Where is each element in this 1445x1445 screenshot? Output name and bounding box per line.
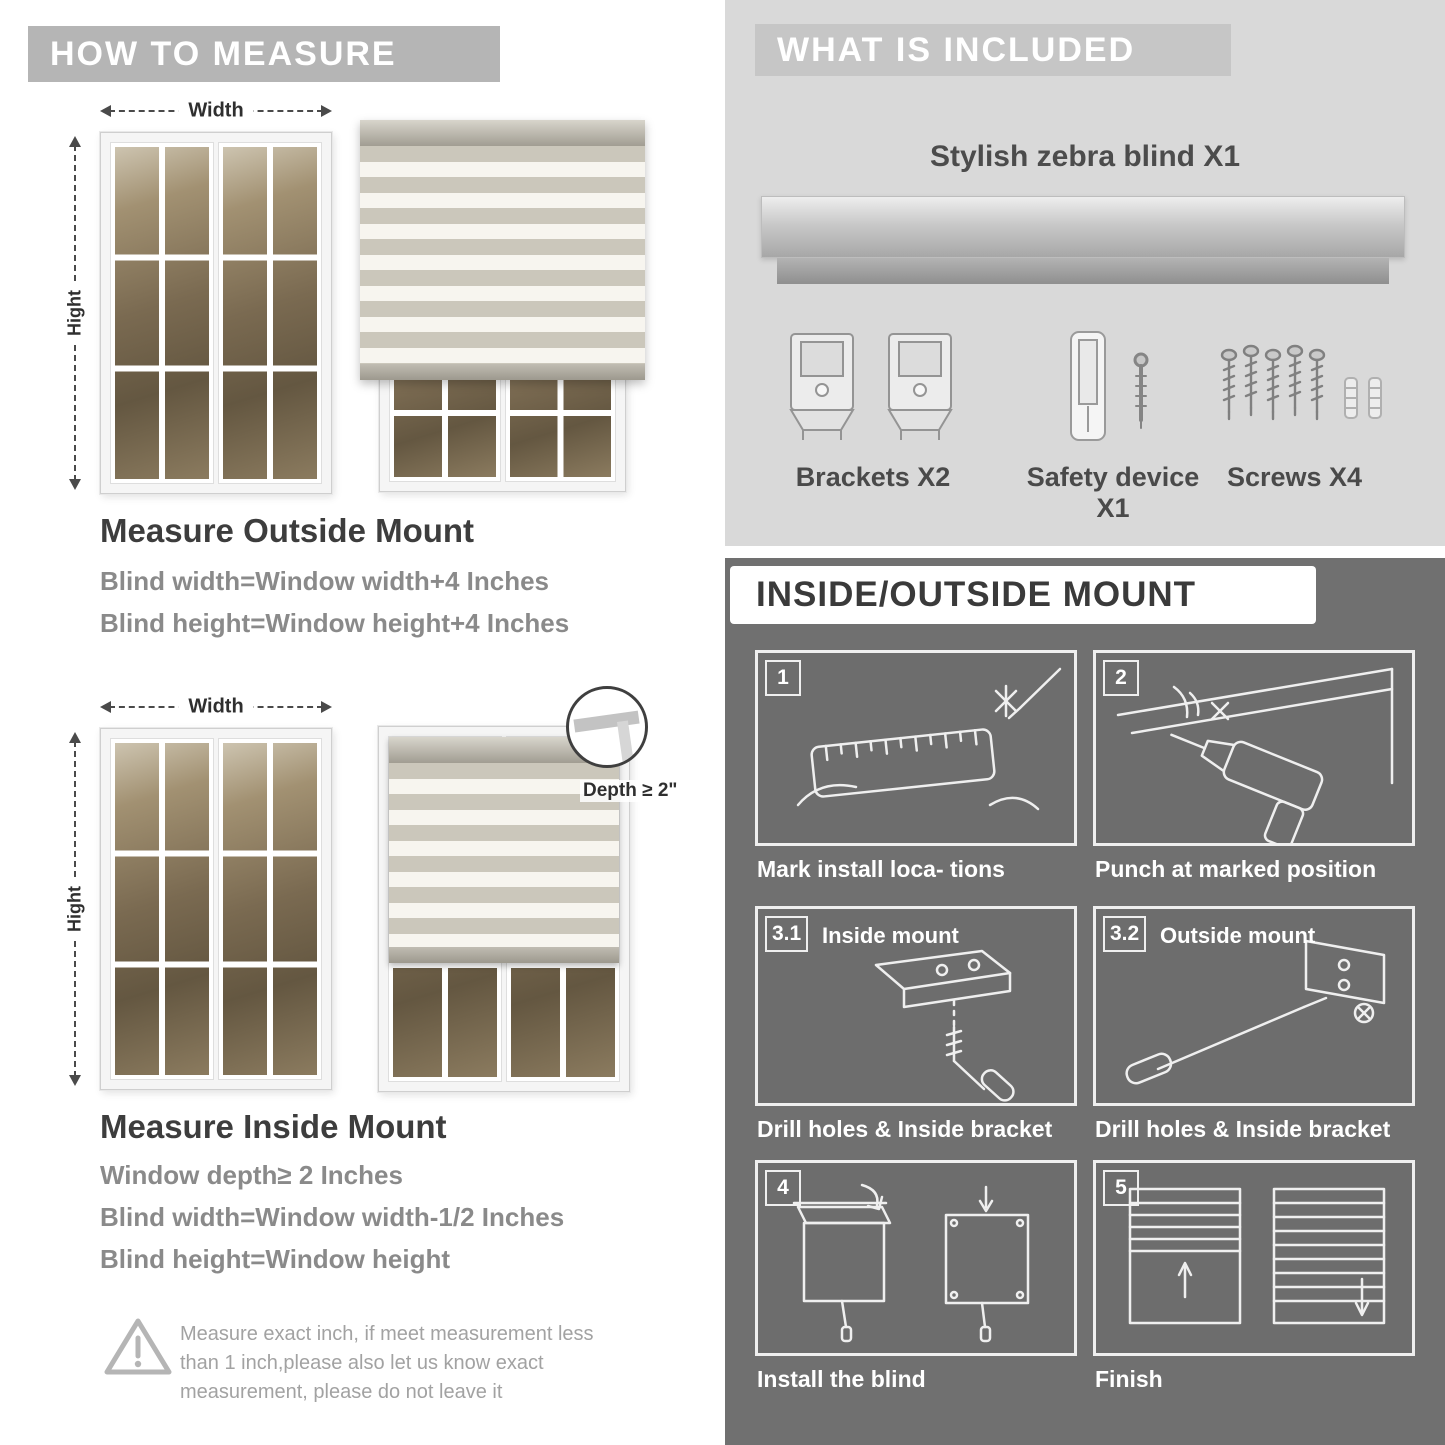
blind-bottomrail (389, 947, 619, 963)
brackets-icon (790, 333, 952, 441)
depth-detail-circle (566, 686, 648, 768)
step-number-badge: 1 (765, 660, 801, 696)
outside-formula-width: Blind width=Window width+4 Inches (100, 566, 549, 596)
step-number-badge: 2 (1103, 660, 1139, 696)
step-number-badge: 3.1 (765, 916, 809, 952)
zebra-blind (389, 737, 619, 963)
what-is-included-header: WHAT IS INCLUDED (755, 24, 1231, 76)
screws-label: Screws X4 (1226, 462, 1363, 492)
measure-warning-text: Measure exact inch, if meet measurement … (180, 1323, 594, 1403)
window-corner-detail (616, 720, 635, 765)
inside-bracket-illustration (874, 949, 1015, 1102)
window-sash (110, 142, 214, 484)
warning-triangle-icon (104, 1318, 172, 1375)
step-panel-4: 4 (755, 1160, 1077, 1356)
product-label: Stylish zebra blind X1 (929, 140, 1241, 173)
height-dimension-inside: Hight (64, 732, 86, 1086)
step-panel-3-2: 3.2 Outside mount (1093, 906, 1415, 1106)
outside-mount-title: Measure Outside Mount (100, 512, 475, 549)
arrow-left-icon (100, 105, 111, 117)
step-title: Inside mount (822, 923, 959, 948)
drill-illustration (1116, 667, 1394, 843)
arrow-right-icon (321, 701, 332, 713)
step-panel-2: 2 (1093, 650, 1415, 846)
blind-bottomrail (360, 364, 645, 380)
step-panel-1: 1 (755, 650, 1077, 846)
inside-formula-depth: Window depth≥ 2 Inches (100, 1160, 403, 1190)
window-sash (218, 142, 322, 484)
safety-device-icon (1070, 331, 1149, 441)
arrow-right-icon (321, 105, 332, 117)
blind-stripes (360, 146, 645, 364)
step-caption: Install the blind (757, 1366, 926, 1392)
blind-outside-illustration (360, 120, 645, 492)
step-panel-5: 5 (1093, 1160, 1415, 1356)
step-caption: Drill holes & Inside bracket (757, 1116, 1053, 1142)
window-illustration-inside (100, 728, 332, 1090)
outside-bracket-illustration (1125, 939, 1386, 1085)
arrow-left-icon (100, 701, 111, 713)
step-caption: Drill holes & Inside bracket (1095, 1116, 1391, 1142)
arrow-up-icon (69, 732, 81, 743)
width-dimension-outside: Width (100, 99, 332, 123)
brackets-label: Brackets X2 (795, 462, 951, 492)
zebra-blind-headrail-illustration (761, 196, 1405, 258)
arrow-down-icon (69, 479, 81, 490)
step-number-badge: 5 (1103, 1170, 1139, 1206)
finish-blinds-illustration (1128, 1187, 1386, 1325)
inside-outside-mount-section: INSIDE/OUTSIDE MOUNT 1 (725, 558, 1445, 1445)
inside-mount-title: Measure Inside Mount (100, 1108, 447, 1145)
inside-formula-width: Blind width=Window width-1/2 Inches (100, 1202, 565, 1232)
measure-mark-illustration (796, 667, 1062, 811)
height-label: Hight (64, 282, 86, 344)
window-sash (218, 738, 322, 1080)
what-is-included-section: WHAT IS INCLUDED Stylish zebra blind X1 (725, 0, 1445, 546)
step-number-badge: 4 (765, 1170, 801, 1206)
arrow-up-icon (69, 136, 81, 147)
safety-device-label: Safety device X1 (1026, 462, 1200, 523)
step-caption: Mark install loca- tions (757, 856, 1005, 882)
outside-formula-height: Blind height=Window height+4 Inches (100, 608, 570, 638)
window-illustration-outside (100, 132, 332, 494)
zebra-blind-valance-illustration (777, 258, 1389, 284)
inside-formula-height: Blind height=Window height (100, 1244, 450, 1274)
step-number-badge: 3.2 (1103, 916, 1147, 952)
height-label: Hight (64, 878, 86, 940)
blind-headrail (360, 120, 645, 146)
zebra-blind (360, 120, 645, 380)
screws-icon (1220, 344, 1382, 421)
step-caption: Finish (1095, 1366, 1163, 1392)
step-caption: Punch at marked position (1095, 856, 1377, 882)
install-blind-illustration (792, 1183, 1030, 1343)
width-dimension-inside: Width (100, 695, 332, 719)
mount-section-header: INSIDE/OUTSIDE MOUNT (730, 566, 1316, 624)
step-panel-3-1: 3.1 Inside mount (755, 906, 1077, 1106)
width-label: Width (178, 695, 254, 719)
window-sash (110, 738, 214, 1080)
depth-label: Depth ≥ 2" (580, 780, 681, 802)
arrow-down-icon (69, 1075, 81, 1086)
height-dimension-outside: Hight (64, 136, 86, 490)
how-to-measure-header: HOW TO MEASURE (28, 26, 500, 82)
width-label: Width (178, 99, 254, 123)
step-title: Outside mount (1160, 923, 1316, 948)
